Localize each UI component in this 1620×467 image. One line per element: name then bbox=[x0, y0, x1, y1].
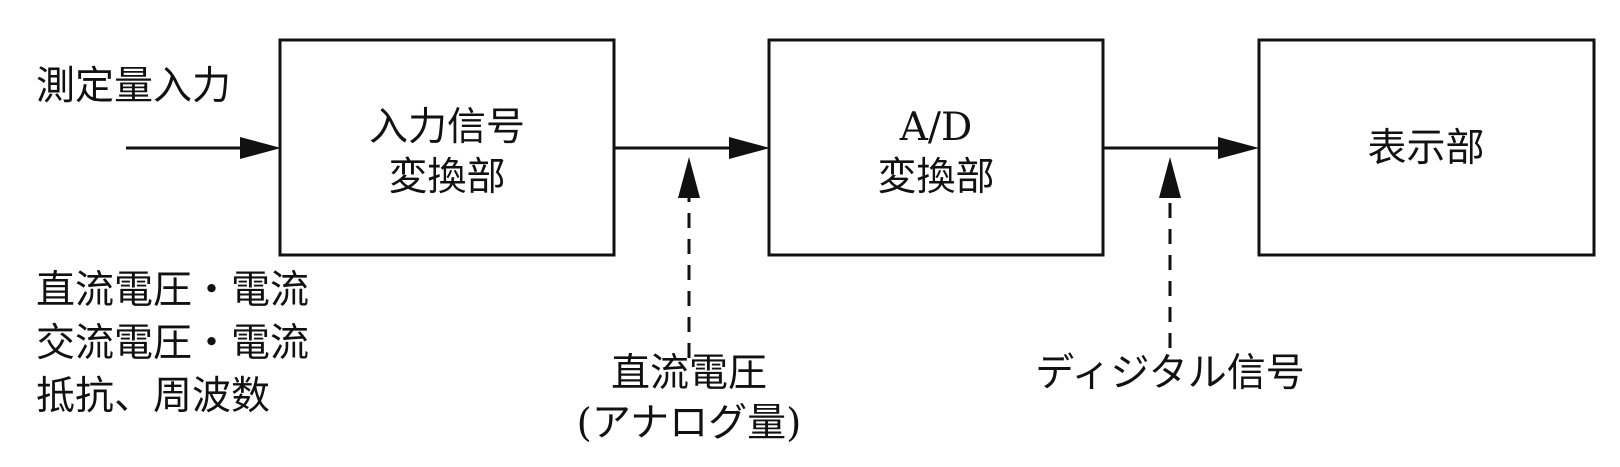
analog-signal-pointer bbox=[678, 157, 700, 358]
ad-converter-label-line1: A/D bbox=[899, 105, 973, 150]
analog-signal-label-line1: 直流電圧 bbox=[611, 351, 767, 396]
input-label: 測定量入力 bbox=[36, 64, 231, 109]
display-block: 表示部 bbox=[1257, 38, 1596, 257]
measurement-type-resistance-frequency: 抵抗、周波数 bbox=[36, 374, 270, 419]
measurement-type-ac: 交流電圧・電流 bbox=[36, 321, 309, 366]
ad-converter-label-line2: 変換部 bbox=[877, 155, 994, 200]
input-arrow bbox=[126, 137, 281, 159]
input-signal-converter-block: 入力信号 変換部 bbox=[278, 38, 616, 257]
digital-signal-pointer bbox=[1159, 157, 1181, 348]
input-signal-converter-label-line2: 変換部 bbox=[388, 155, 505, 200]
input-arrow-head bbox=[240, 137, 281, 159]
digital-signal-label: ディジタル信号 bbox=[1035, 351, 1305, 396]
arrow-ad-to-display-head bbox=[1218, 137, 1259, 159]
digital-signal-pointer-head bbox=[1159, 157, 1181, 198]
ad-converter-block: A/D 変換部 bbox=[767, 38, 1105, 257]
arrow-ad-to-display bbox=[1103, 137, 1259, 159]
input-signal-converter-label-line1: 入力信号 bbox=[369, 105, 525, 150]
arrow-converter-to-ad bbox=[614, 137, 770, 159]
analog-signal-label-line2: (アナログ量) bbox=[577, 401, 802, 446]
arrow-converter-to-ad-head bbox=[729, 137, 770, 159]
measurement-type-dc: 直流電圧・電流 bbox=[36, 268, 309, 313]
display-label: 表示部 bbox=[1367, 126, 1484, 171]
analog-signal-pointer-head bbox=[678, 157, 700, 198]
